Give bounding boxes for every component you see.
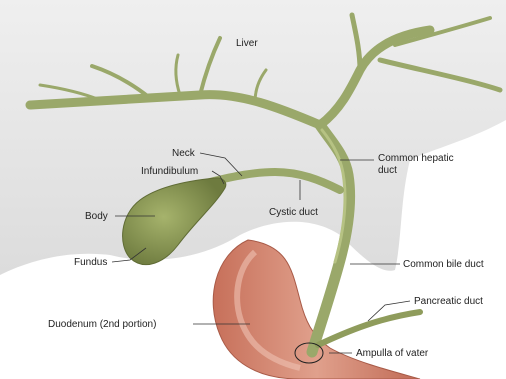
label-duodenum: Duodenum (2nd portion) [48,319,156,330]
label-ampulla-of-vater: Ampulla of vater [356,348,429,359]
label-common-bile-duct: Common bile duct [403,259,484,270]
label-cystic-duct: Cystic duct [269,207,318,218]
pancreatic-duct-shape [318,312,420,345]
label-fundus: Fundus [74,257,107,268]
label-body: Body [85,211,108,222]
label-common-hepatic-duct-line2: duct [378,165,397,176]
label-infundibulum: Infundibulum [141,166,198,177]
label-common-hepatic-duct-line1: Common hepatic [378,153,454,164]
label-neck: Neck [172,148,196,159]
label-liver: Liver [236,38,258,49]
label-pancreatic-duct: Pancreatic duct [414,296,483,307]
